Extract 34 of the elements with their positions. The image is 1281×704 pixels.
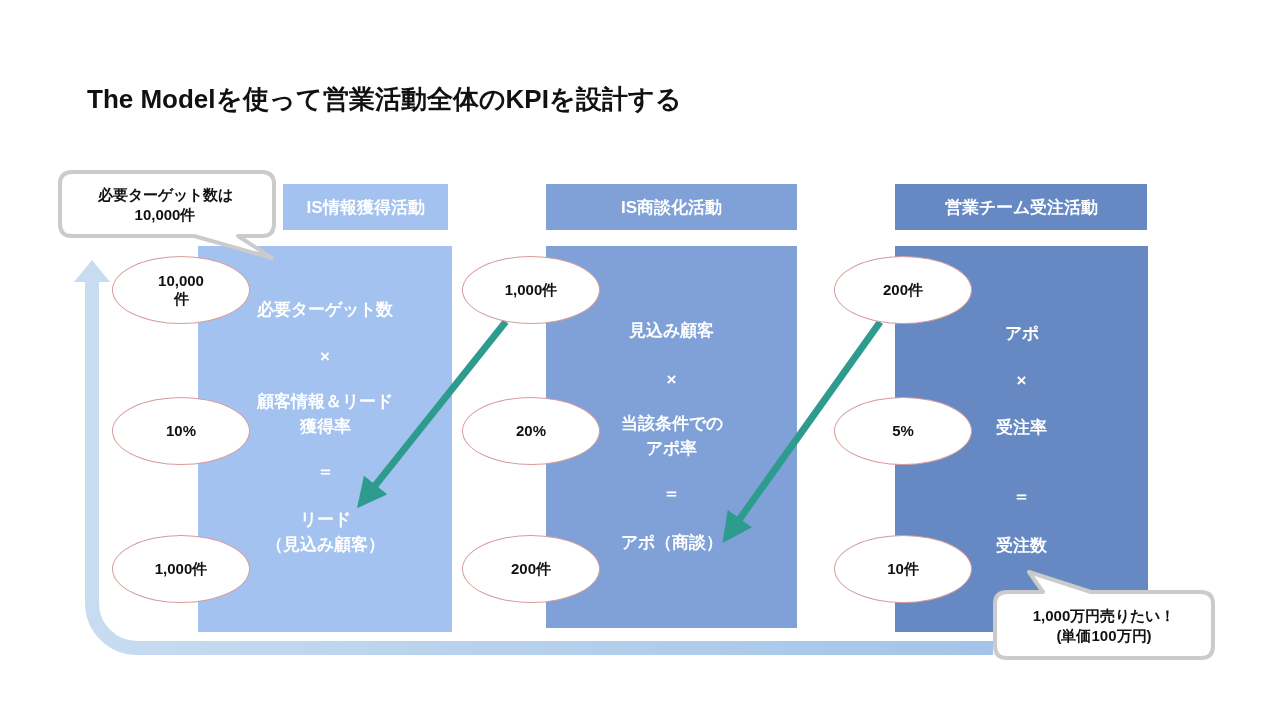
value-ellipse: 5% — [834, 397, 972, 465]
value-ellipse: 200件 — [834, 256, 972, 324]
formula-term: アポ（商談） — [620, 530, 723, 556]
value-ellipse: 10件 — [834, 535, 972, 603]
formula-term: 受注数 — [996, 533, 1047, 559]
value-ellipse: 20% — [462, 397, 600, 465]
callout-text: 必要ターゲット数は10,000件 — [96, 184, 234, 224]
value-ellipse: 1,000件 — [112, 535, 250, 603]
value-ellipse: 1,000件 — [462, 256, 600, 324]
formula-term: 顧客情報＆リード獲得率 — [256, 391, 394, 438]
operator-sign: × — [1016, 369, 1027, 392]
formula-term: アポ — [1004, 322, 1039, 345]
operator-sign: ＝ — [663, 482, 680, 505]
speech-bubble — [993, 570, 1215, 660]
speech-bubble — [58, 170, 276, 260]
formula-term: 当該条件でのアポ率 — [619, 413, 724, 460]
value-ellipse: 200件 — [462, 535, 600, 603]
arrow — [354, 319, 509, 511]
formula-term: 受注率 — [996, 416, 1047, 439]
callout-text: 1,000万円売りたい！(単価100万円) — [1031, 605, 1177, 645]
operator-sign: ＝ — [316, 460, 334, 483]
operator-sign: × — [320, 345, 330, 368]
formula-term: 必要ターゲット数 — [257, 298, 393, 321]
u-turn-arrow — [74, 260, 993, 655]
value-ellipse: 10,000件 — [112, 256, 250, 324]
value-ellipse: 10% — [112, 397, 250, 465]
formula-term: 見込み顧客 — [629, 319, 714, 342]
formula-term: リード（見込み顧客） — [261, 508, 389, 558]
column-header: 営業チーム受注活動 — [895, 184, 1147, 230]
column-header: IS商談化活動 — [546, 184, 797, 230]
title: The Modelを使って営業活動全体のKPIを設計する — [87, 84, 682, 116]
operator-sign: ＝ — [1013, 485, 1030, 508]
operator-sign: × — [666, 368, 677, 391]
column-header: IS情報獲得活動 — [283, 184, 448, 230]
